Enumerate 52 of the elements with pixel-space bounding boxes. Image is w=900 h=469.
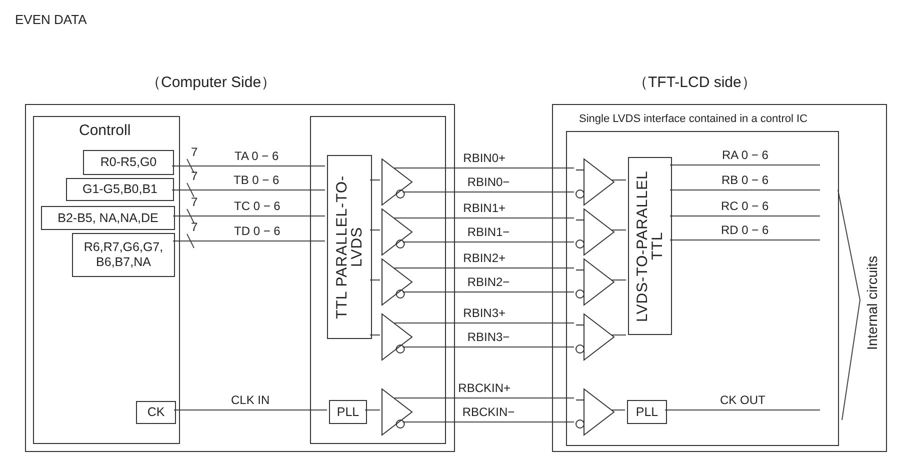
bus-width-label: 7 [190,169,199,183]
signal-line [370,334,380,336]
receiver-symbol [576,314,614,360]
box-heading: Single LVDS interface contained in a control IC [579,113,808,125]
pll-box: PLL [627,400,667,424]
clock-source-box: CK [136,401,176,424]
edge-label: CLK IN [229,393,272,407]
pll-box: PLL [329,400,367,424]
controller-box [33,116,180,444]
receiver-symbol [576,159,614,205]
edge-label: RBIN1+ [461,201,508,215]
receiver-symbol [576,259,614,305]
box-heading: （TFT-LCD side） [633,73,756,92]
signal-group-box: G1-G5,B0,B1 [66,178,174,201]
signal-group-box: R0-R5,G0 [83,150,174,175]
edge-label: RB 0 − 6 [720,173,771,187]
signal-line [402,346,574,348]
edge-label: RD 0 − 6 [719,223,771,237]
receiver-symbol [576,389,614,435]
edge-label: RBIN2+ [461,251,508,265]
edge-label: RA 0 − 6 [720,148,770,162]
edge-label: RBIN1− [465,225,512,239]
signal-line [394,322,574,324]
box-heading: （Computer Side） [146,73,276,92]
transmitter-chip-box [310,116,446,444]
box-heading: Controll [79,122,131,139]
bus-width-label: 7 [190,145,199,159]
edge-label: RBCKIN+ [456,381,513,395]
edge-label: TB 0 − 6 [232,173,282,187]
edge-label: RBIN0− [465,175,512,189]
edge-label: RBIN3+ [461,306,508,320]
converter-block: LVDS-TO-PARALLEL TTL [628,157,672,335]
edge-label: CK OUT [718,393,768,407]
signal-line [670,164,820,166]
edge-label: RBCKIN− [460,405,517,419]
signal-group-box: B2-B5, NA,NA,DE [41,206,175,230]
bus-width-label: 7 [190,220,199,234]
edge-label: TD 0 − 6 [232,224,282,238]
converter-block: TTL PARALLEL-TO-LVDS [327,155,372,339]
edge-label: TC 0 − 6 [232,199,282,213]
side-label: Internal circuits [864,254,880,352]
edge-label: RC 0 − 6 [719,199,771,213]
signal-group-box: R6,R7,G6,G7, B6,B7,NA [72,233,175,277]
diagram-title: EVEN DATA [15,12,87,27]
edge-label: TA 0 − 6 [232,149,281,163]
signal-line [172,240,326,242]
edge-label: RBIN2− [465,275,512,289]
bus-width-label: 7 [190,195,199,209]
edge-label: RBIN3− [465,330,512,344]
edge-label: RBIN0+ [461,151,508,165]
signal-line [612,334,626,336]
receiver-symbol [576,209,614,255]
